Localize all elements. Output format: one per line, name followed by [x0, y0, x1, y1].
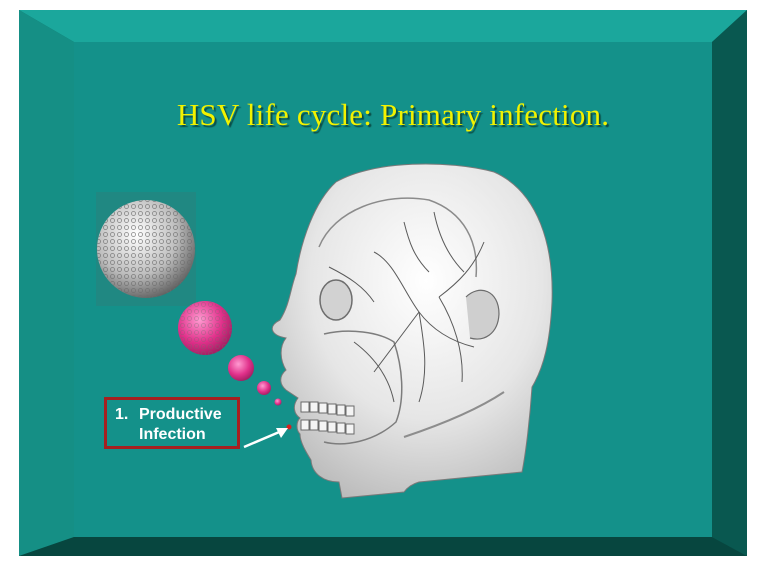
label-number: 1. — [115, 405, 128, 424]
label-line-1: Productive — [139, 405, 222, 424]
virus-particle-small-icon — [257, 381, 271, 395]
virus-particle-tiny-icon — [275, 399, 282, 406]
productive-infection-label: 1. Productive Infection — [104, 397, 240, 449]
arrow-icon — [244, 428, 288, 447]
slide-frame: HSV life cycle: Primary infection. — [19, 10, 747, 556]
virus-particle-medium-icon — [228, 355, 254, 381]
label-line-2: Infection — [139, 425, 206, 444]
virus-particle-pink-icon — [178, 301, 232, 355]
head-anatomy-icon — [272, 164, 552, 498]
slide-panel: HSV life cycle: Primary infection. — [74, 42, 712, 537]
illustration — [74, 42, 712, 537]
virus-particle-large-icon — [96, 192, 196, 306]
